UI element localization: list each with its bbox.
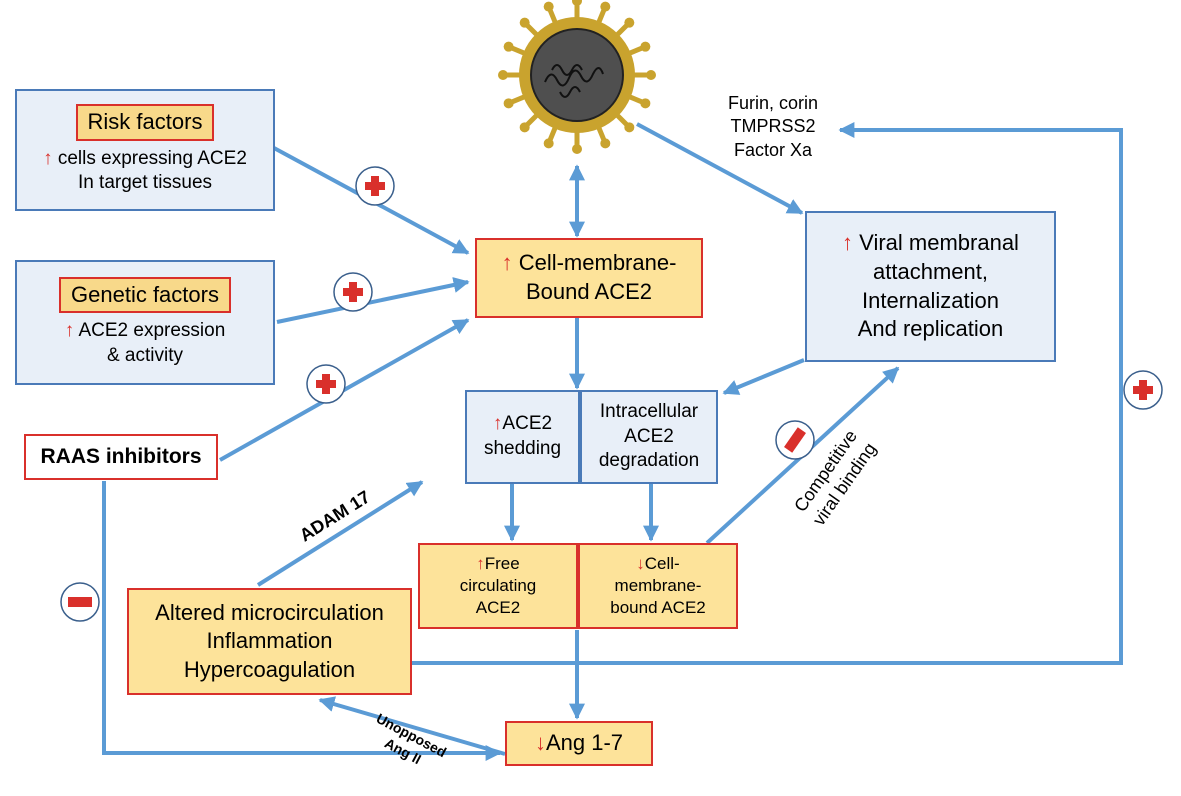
cell-bound-ace2-box: ↓Cell- membrane- bound ACE2 (578, 543, 738, 629)
risk-factors-line1: ↑ cells expressing ACE2 (43, 147, 247, 169)
arrow-altered-to-shedding (256, 480, 424, 587)
shedding-line1: ↑ACE2 (492, 413, 553, 435)
up-arrow-icon: ↑ (64, 320, 75, 342)
proteases-label: Furin, corin TMPRSS2 Factor Xa (727, 93, 819, 160)
arrow-genetic-to-membrane (276, 277, 470, 324)
viral-replication-box: ↑ Viral membranal attachment, Internaliz… (805, 211, 1056, 362)
risk-factors-line2: In target tissues (77, 172, 213, 194)
arrow-raas-to-ang (102, 481, 502, 761)
genetic-factors-line1: ↑ ACE2 expression (64, 320, 226, 342)
plus-icon (355, 166, 395, 206)
arrow-ang-to-altered (318, 696, 506, 756)
membrane-ace2-line1: ↑ Cell-membrane- (501, 250, 677, 276)
ang-box: ↓Ang 1-7 (505, 721, 653, 766)
risk-factors-title: Risk factors (75, 104, 215, 141)
altered-line2: Inflammation (206, 628, 333, 654)
membrane-ace2-box: ↑ Cell-membrane- Bound ACE2 (475, 238, 703, 318)
arrow-virus-to-viral (636, 122, 804, 215)
altered-line1: Altered microcirculation (155, 599, 384, 625)
down-arrow-icon: ↓ (636, 553, 645, 573)
ace2-degradation-box: Intracellular ACE2 degradation (580, 390, 718, 484)
viral-line3: Internalization (862, 287, 999, 313)
altered-microcirculation-box: Altered microcirculation Inflammation Hy… (127, 588, 412, 695)
plus-icon (333, 272, 373, 312)
degradation-line3: degradation (598, 450, 700, 472)
up-arrow-icon: ↑ (43, 147, 53, 169)
membrane-ace2-line2: Bound ACE2 (526, 279, 652, 304)
up-arrow-icon: ↑ (492, 413, 503, 435)
degradation-line1: Intracellular (599, 400, 699, 422)
free-ace2-box: ↑Free circulating ACE2 (418, 543, 578, 629)
risk-factors-box: Risk factors ↑ cells expressing ACE2 In … (15, 89, 275, 211)
virus-icon (498, 0, 656, 154)
degradation-line2: ACE2 (624, 425, 674, 447)
viral-line1: ↑ Viral membranal (842, 230, 1019, 256)
arrow-viral-to-degradation (722, 358, 805, 395)
plus-icon (1123, 370, 1163, 410)
cellbound-line3: bound ACE2 (610, 598, 706, 618)
genetic-factors-title: Genetic factors (59, 276, 231, 314)
viral-line2: attachment, (873, 258, 988, 284)
raas-inhibitors-label: RAAS inhibitors (40, 445, 202, 469)
free-line2: circulating (459, 575, 537, 595)
ace2-shedding-box: ↑ACE2 shedding (465, 390, 580, 484)
cellbound-line2: membrane- (614, 575, 702, 595)
free-line1: ↑Free (476, 553, 520, 573)
plus-icon (306, 364, 346, 404)
up-arrow-icon: ↑ (476, 553, 485, 573)
ang-label: Ang 1-7 (545, 730, 624, 756)
free-line3: ACE2 (475, 598, 521, 618)
genetic-factors-box: Genetic factors ↑ ACE2 expression & acti… (15, 260, 275, 385)
up-arrow-icon: ↑ (842, 230, 854, 256)
minus-icon (775, 420, 815, 460)
shedding-line2: shedding (483, 438, 562, 459)
raas-inhibitors-box: RAAS inhibitors (24, 434, 218, 480)
altered-line3: Hypercoagulation (183, 656, 356, 682)
arrow-feedback-loop (412, 122, 1123, 665)
down-arrow-icon: ↓ (534, 730, 546, 756)
cellbound-line1: ↓Cell- (636, 553, 680, 573)
up-arrow-icon: ↑ (501, 250, 513, 276)
genetic-factors-line2: & activity (106, 344, 184, 366)
viral-line4: And replication (857, 316, 1004, 342)
minus-icon (60, 582, 100, 622)
